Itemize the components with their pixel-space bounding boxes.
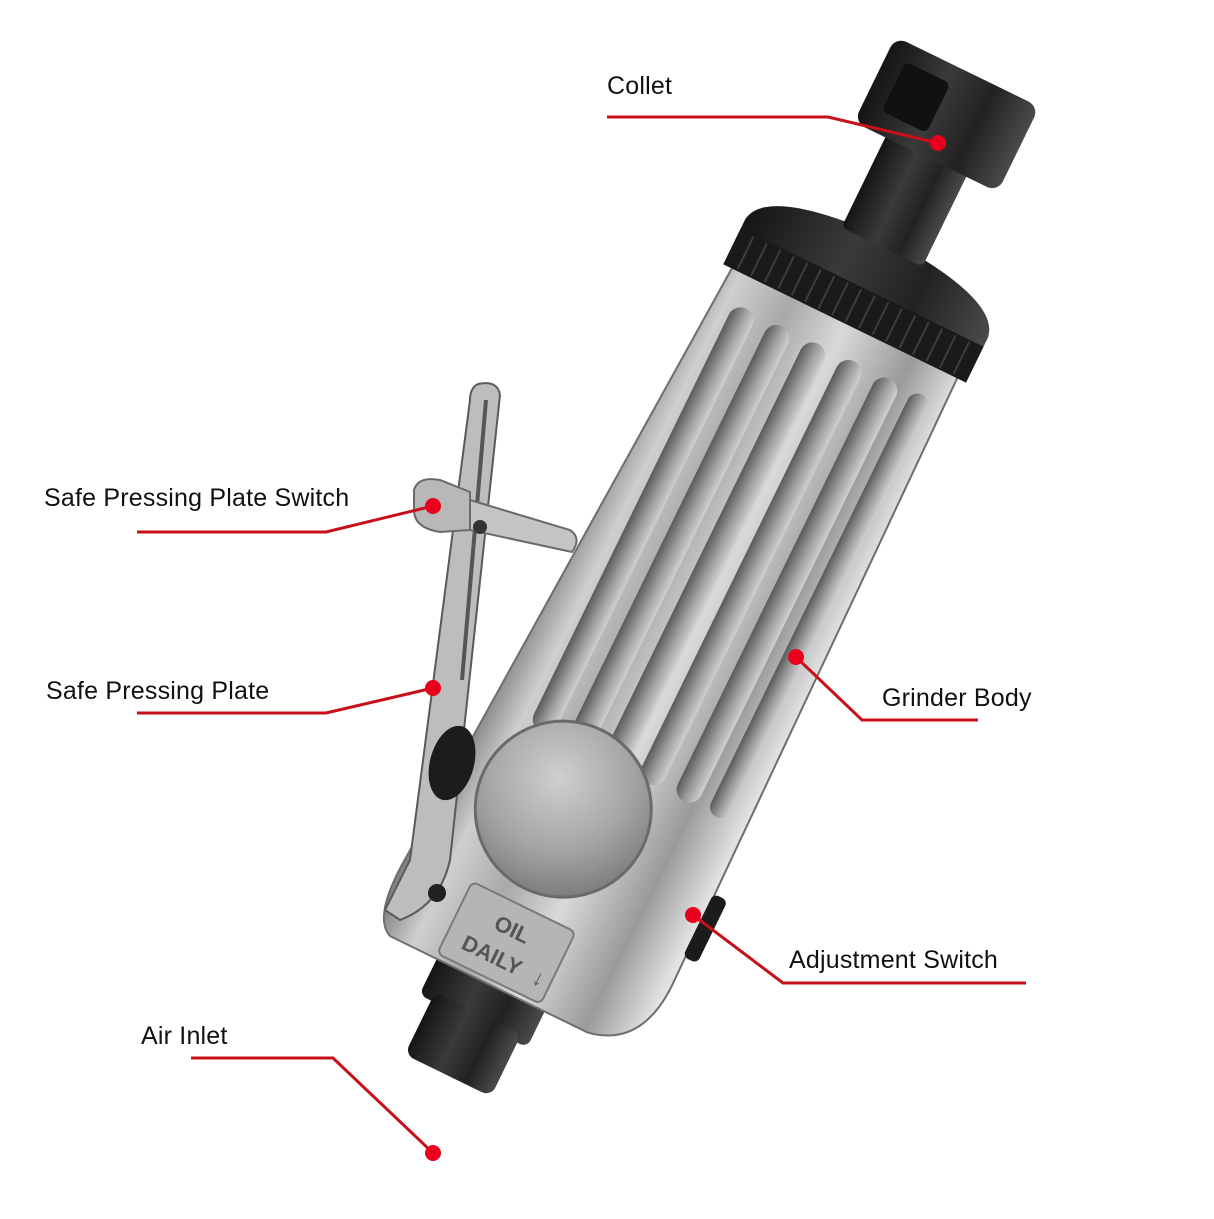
lever-rubber-stop [428, 725, 476, 801]
label-adjustment-switch: Adjustment Switch [789, 946, 999, 974]
callout-dot-safe-pressing-plate [425, 680, 441, 696]
safe-pressing-plate-switch-tab [413, 478, 578, 554]
callout-line-grinder-body [794, 655, 978, 722]
collet-nut [857, 40, 1036, 189]
body-grooves [532, 307, 929, 819]
label-air-inlet: Air Inlet [141, 1022, 228, 1050]
callout-line-adjustment-switch [692, 913, 1026, 985]
callout-line-air-inlet [191, 1056, 435, 1155]
callout-dot-grinder-body [788, 649, 804, 665]
callout-layer [137, 115, 1026, 1161]
label-safe-pressing-plate: Safe Pressing Plate [46, 677, 270, 705]
air-inlet-fitting [408, 943, 551, 1094]
label-safe-pressing-plate-switch: Safe Pressing Plate Switch [44, 484, 350, 512]
callout-dot-adjustment-switch [685, 907, 701, 923]
callout-dot-safe-pressing-plate-switch [425, 498, 441, 514]
callout-dot-collet [930, 135, 946, 151]
callout-line-collet [607, 115, 939, 145]
grinder-body-shape: OIL DAILY ↓ [382, 258, 963, 1037]
callout-line-safe-pressing-plate-switch [137, 504, 434, 534]
spindle [843, 130, 969, 265]
oil-stamp-plate [438, 882, 575, 1003]
body-boss [473, 719, 653, 899]
callout-dot-air-inlet [425, 1145, 441, 1161]
lever-pivot-pin [428, 884, 446, 902]
nose-cap [723, 206, 990, 383]
label-grinder-body: Grinder Body [882, 684, 1032, 712]
grinder-tool: OIL DAILY ↓ [382, 40, 1036, 1094]
callout-line-safe-pressing-plate [137, 686, 434, 715]
label-collet: Collet [607, 72, 673, 100]
adjustment-switch-knob [684, 895, 726, 962]
